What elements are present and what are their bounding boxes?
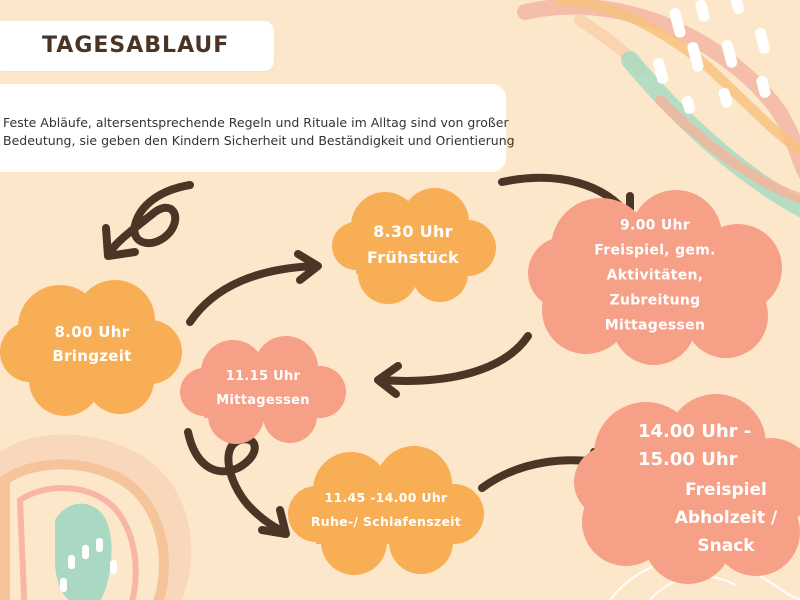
cloud-bringzeit: 8.00 Uhr Bringzeit xyxy=(0,272,184,416)
activity-text: Mittagessen xyxy=(216,393,310,408)
brush-strokes-decoration xyxy=(517,0,800,218)
cloud-shape xyxy=(332,188,496,304)
time-text-line-2: 15.00 Uhr xyxy=(638,449,738,470)
intro-line-1: Feste Abläufe, altersentsprechende Regel… xyxy=(3,115,509,130)
page-title: TAGESABLAUF xyxy=(42,33,230,58)
arrow-freispiel-to-mittagessen xyxy=(374,332,532,398)
cloud-label: 11.45 -14.00 Uhr Ruhe-/ Schlafenszeit xyxy=(286,486,486,534)
cloud-shape xyxy=(528,190,782,365)
cloud-label: 8.00 Uhr Bringzeit xyxy=(0,320,184,368)
cloud-shape xyxy=(288,446,484,575)
activity-text: Ruhe-/ Schlafenszeit xyxy=(310,514,462,529)
cloud-shape xyxy=(180,336,346,444)
intro-line-2: Bedeutung, sie geben den Kindern Sicherh… xyxy=(3,133,515,148)
time-text: 11.45 -14.00 Uhr xyxy=(324,490,448,505)
time-text: 8.30 Uhr xyxy=(373,222,453,241)
activity-text: Frühstück xyxy=(367,248,459,267)
abholzeit-time-block: 14.00 Uhr - 15.00 Uhr xyxy=(638,418,751,474)
cloud-shape xyxy=(0,280,182,416)
arrow-loop-to-bringzeit xyxy=(102,181,194,260)
activity-line-2: Aktivitäten, xyxy=(606,267,704,284)
white-dash-marks xyxy=(652,0,771,114)
activity-text: Bringzeit xyxy=(52,347,132,365)
cloud-mittagessen: 11.15 Uhr Mittagessen xyxy=(178,334,348,444)
activity-line-2: Abholzeit / xyxy=(674,508,778,528)
cloud-abholzeit: 14.00 Uhr - 15.00 Uhr Freispiel Abholzei… xyxy=(574,392,800,584)
arrow-bringzeit-to-fruehstueck xyxy=(186,250,322,326)
time-text: 8.00 Uhr xyxy=(54,323,130,341)
cloud-label: 8.30 Uhr Frühstück xyxy=(330,219,496,271)
cloud-fruehstueck: 8.30 Uhr Frühstück xyxy=(330,186,496,304)
activity-line-3: Zubreitung xyxy=(609,292,701,309)
activity-line-4: Mittagessen xyxy=(604,317,706,334)
time-text-line-1: 14.00 Uhr - xyxy=(638,421,752,442)
arrow-mittagessen-to-ruhezeit xyxy=(184,428,290,538)
activity-line-3: Snack xyxy=(697,536,755,556)
cloud-label: 11.15 Uhr Mittagessen xyxy=(178,365,348,413)
cloud-freispiel: 9.00 Uhr Freispiel, gem. Aktivitäten, Zu… xyxy=(526,188,784,365)
cloud-label: 9.00 Uhr Freispiel, gem. Aktivitäten, Zu… xyxy=(526,214,784,339)
time-text: 11.15 Uhr xyxy=(225,369,301,384)
time-text: 9.00 Uhr xyxy=(619,217,691,234)
cloud-ruhezeit: 11.45 -14.00 Uhr Ruhe-/ Schlafenszeit xyxy=(286,444,486,576)
concentric-blob-decoration xyxy=(0,434,192,600)
activity-line-1: Freispiel, gem. xyxy=(594,242,716,259)
activity-line-1: Freispiel xyxy=(685,480,767,500)
cloud-shape xyxy=(574,394,800,584)
intro-box: Feste Abläufe, altersentsprechende Regel… xyxy=(0,84,515,172)
abholzeit-activity-block: Freispiel Abholzeit / Snack xyxy=(656,476,796,560)
title-box: TAGESABLAUF xyxy=(0,21,274,71)
intro-text: Feste Abläufe, altersentsprechende Regel… xyxy=(3,114,515,150)
